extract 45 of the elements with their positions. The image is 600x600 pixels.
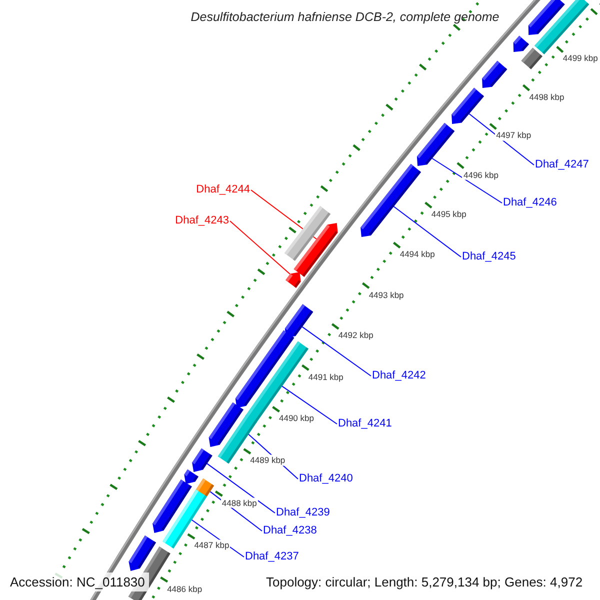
scale-label: 4494 kbp xyxy=(398,248,436,260)
gene-label: Dhaf_4247 xyxy=(535,160,589,170)
gene-label: Dhaf_4240 xyxy=(299,474,353,484)
scale-label: 4499 kbp xyxy=(562,53,599,64)
gene-feature xyxy=(294,223,338,277)
gene-feature xyxy=(360,164,421,237)
leader-line xyxy=(230,220,291,275)
gene-feature xyxy=(416,122,455,166)
gene-label: Dhaf_4246 xyxy=(503,198,557,208)
gene-feature xyxy=(192,448,212,472)
scale-label: 4495 kbp xyxy=(430,208,468,220)
gene-label: Dhaf_4241 xyxy=(338,418,392,430)
scale-label: 4496 kbp xyxy=(462,169,500,180)
gene-label: Dhaf_4237 xyxy=(245,552,299,562)
gene-feature xyxy=(534,0,590,54)
title: Desulfitobacterium hafniense DCB-2, complete genome xyxy=(190,10,500,24)
leader-line xyxy=(281,386,338,424)
scale-label: 4493 kbp xyxy=(368,289,405,300)
gene-feature xyxy=(521,48,542,70)
scale-label: 4497 kbp xyxy=(495,130,532,141)
scale-label: 4491 kbp xyxy=(307,371,344,382)
gene-label: Dhaf_4243 xyxy=(175,216,229,226)
scale-label: 4492 kbp xyxy=(337,330,374,341)
leader-line xyxy=(393,206,462,258)
leader-line xyxy=(206,463,276,514)
scale-label: 4490 kbp xyxy=(278,413,315,424)
gene-feature xyxy=(482,60,508,88)
gene-label: Dhaf_4244 xyxy=(196,184,250,196)
scale-label: 4488 kbp xyxy=(220,497,258,508)
gene-feature xyxy=(284,304,314,338)
gene-label: Dhaf_4245 xyxy=(462,252,516,262)
gene-feature xyxy=(452,88,484,124)
gene-label: Dhaf_4238 xyxy=(263,526,317,536)
scale-label: 4489 kbp xyxy=(249,455,286,466)
scale-label: 4487 kbp xyxy=(193,540,230,551)
gene-feature xyxy=(286,272,301,288)
leader-line xyxy=(302,326,372,376)
gene-feature xyxy=(184,469,198,484)
gene-label: Dhaf_4239 xyxy=(276,508,330,518)
leader-line xyxy=(468,113,534,166)
gene-feature xyxy=(513,36,530,52)
scale-label: 4498 kbp xyxy=(528,91,566,102)
gene-label: Dhaf_4242 xyxy=(372,370,426,382)
scale-label: 4486 kbp xyxy=(166,583,204,594)
leader-line xyxy=(432,158,502,204)
